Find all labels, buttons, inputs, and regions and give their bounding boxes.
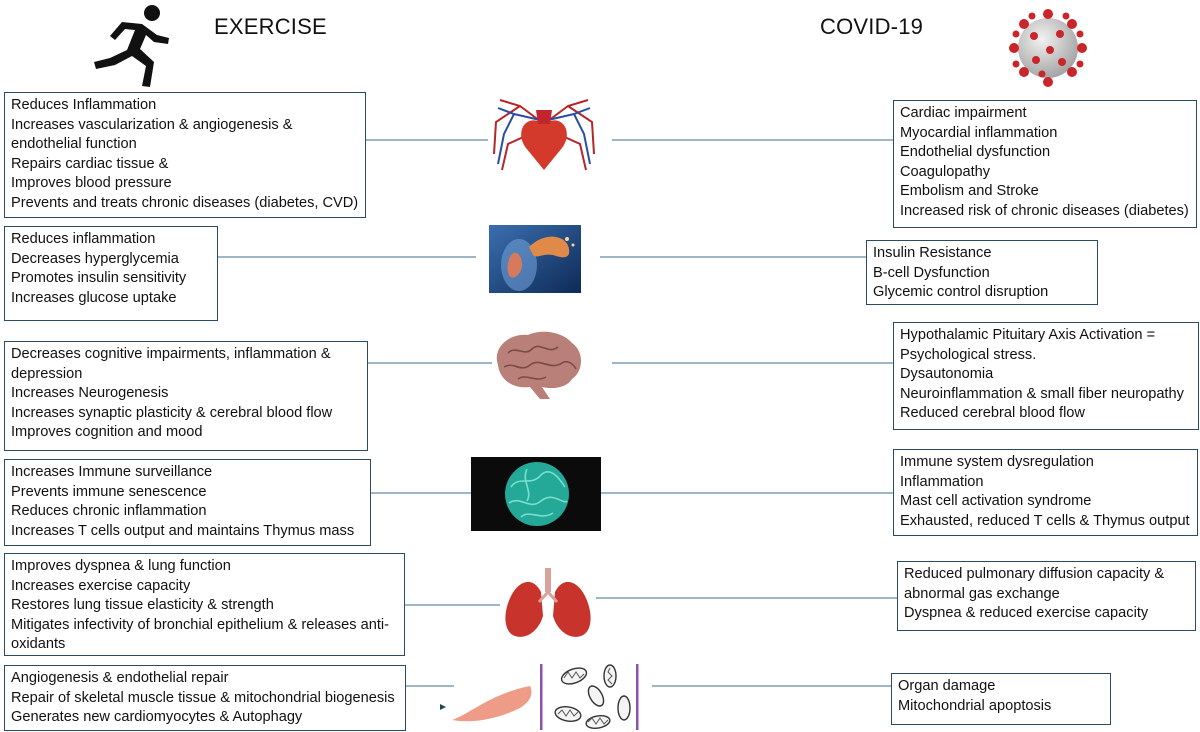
covid-immune-line: Mast cell activation syndrome: [900, 493, 1092, 510]
exercise-metabolic-line: Decreases hyperglycemia: [11, 250, 179, 267]
exercise-pulmonary-line: Increases exercise capacity: [11, 577, 191, 594]
covid-box-metabolic: Insulin Resistance B-cell Dysfunction Gl…: [866, 240, 1098, 305]
covid-box-pulmonary: Reduced pulmonary diffusion capacity & a…: [897, 561, 1196, 631]
exercise-metabolic-line: Increases glucose uptake: [11, 289, 177, 306]
coronavirus-icon: [1009, 9, 1087, 87]
covid-neuro-line: Neuroinflammation & small fiber neuropat…: [900, 385, 1184, 402]
exercise-box-cardiovascular: Reduces Inflammation Increases vasculari…: [4, 92, 366, 218]
exercise-cardio-line: Prevents and treats chronic diseases (di…: [11, 194, 359, 211]
pancreas-icon: [489, 225, 581, 293]
exercise-pulmonary-line: Mitigates infectivity of bronchial epith…: [11, 616, 389, 633]
covid-neuro-line: Reduced cerebral blood flow: [900, 405, 1085, 422]
lungs-icon: [505, 568, 591, 637]
muscle-fiber-icon: [452, 686, 532, 722]
exercise-neuro-line: Increases synaptic plasticity & cerebral…: [11, 404, 333, 421]
exercise-neuro-line: Increases Neurogenesis: [11, 385, 169, 402]
covid-box-immune: Immune system dysregulation Inflammation…: [893, 449, 1198, 536]
exercise-pulmonary-line: Improves dyspnea & lung function: [11, 558, 231, 574]
exercise-immune-line: Reduces chronic inflammation: [11, 503, 207, 520]
covid-cardio-line: Coagulopathy: [900, 163, 991, 180]
exercise-neuro-line: Decreases cognitive impairments, inflamm…: [11, 346, 331, 362]
covid-pulmonary-line: abnormal gas exchange: [904, 585, 1060, 602]
covid-metabolic-line: B-cell Dysfunction: [873, 264, 990, 281]
exercise-box-metabolic: Reduces inflammation Decreases hyperglyc…: [4, 226, 218, 321]
exercise-neuro-line: Improves cognition and mood: [11, 424, 203, 441]
exercise-muscle-line: Repair of skeletal muscle tissue & mitoc…: [11, 689, 395, 706]
exercise-immune-line: Increases Immune surveillance: [11, 464, 213, 480]
covid-box-mitochondria: Organ damage Mitochondrial apoptosis: [891, 673, 1111, 725]
exercise-metabolic-line: Reduces inflammation: [11, 231, 156, 247]
exercise-pulmonary-line: oxidants: [11, 636, 66, 653]
covid-cardio-line: Cardiac impairment: [900, 105, 1027, 121]
exercise-neuro-line: depression: [11, 365, 83, 382]
covid-cardio-line: Myocardial inflammation: [900, 124, 1058, 141]
exercise-cardio-line: Repairs cardiac tissue &: [11, 155, 169, 172]
arrow-marker: [440, 704, 446, 710]
covid-pulmonary-line: Dyspnea & reduced exercise capacity: [904, 605, 1149, 622]
exercise-metabolic-line: Promotes insulin sensitivity: [11, 270, 187, 287]
exercise-cardio-line: Improves blood pressure: [11, 175, 172, 192]
covid-cardio-line: Endothelial dysfunction: [900, 144, 1051, 161]
exercise-cardio-line: Increases vascularization & angiogenesis…: [11, 116, 293, 133]
covid-immune-line: Exhausted, reduced T cells & Thymus outp…: [900, 512, 1190, 529]
covid-mitochondria-line: Mitochondrial apoptosis: [898, 697, 1052, 714]
exercise-immune-line: Increases T cells output and maintains T…: [11, 522, 355, 539]
exercise-box-immune: Increases Immune surveillance Prevents i…: [4, 459, 371, 546]
covid-neuro-line: Psychological stress.: [900, 346, 1037, 363]
brain-icon: [496, 331, 581, 399]
covid-neuro-line: Dysautonomia: [900, 366, 994, 383]
covid-immune-line: Immune system dysregulation: [900, 454, 1094, 470]
exercise-box-pulmonary: Improves dyspnea & lung function Increas…: [4, 553, 405, 656]
covid-metabolic-line: Insulin Resistance: [873, 245, 992, 261]
exercise-box-muscle: Angiogenesis & endothelial repair Repair…: [4, 665, 406, 731]
immune-cell-icon: [471, 457, 601, 531]
covid-immune-line: Inflammation: [900, 473, 984, 490]
covid-pulmonary-line: Reduced pulmonary diffusion capacity &: [904, 566, 1165, 582]
covid-mitochondria-line: Organ damage: [898, 678, 996, 694]
covid-metabolic-line: Glycemic control disruption: [873, 284, 1049, 301]
covid-box-cardiovascular: Cardiac impairment Myocardial inflammati…: [893, 100, 1197, 228]
covid-box-neuro: Hypothalamic Pituitary Axis Activation =…: [893, 322, 1199, 430]
exercise-pulmonary-line: Restores lung tissue elasticity & streng…: [11, 597, 274, 614]
exercise-heading: EXERCISE: [214, 14, 327, 39]
covid-heading: COVID-19: [820, 14, 924, 39]
exercise-cardio-line: endothelial function: [11, 136, 137, 153]
covid-cardio-line: Embolism and Stroke: [900, 183, 1039, 200]
exercise-box-neuro: Decreases cognitive impairments, inflamm…: [4, 341, 368, 451]
exercise-muscle-line: Generates new cardiomyocytes & Autophagy: [11, 709, 303, 726]
covid-neuro-line: Hypothalamic Pituitary Axis Activation =: [900, 327, 1156, 343]
covid-cardio-line: Increased risk of chronic diseases (diab…: [900, 202, 1189, 219]
mitochondria-icon: [540, 664, 639, 730]
exercise-muscle-line: Angiogenesis & endothelial repair: [11, 670, 229, 686]
running-person-icon: [94, 5, 169, 87]
heart-vasculature-icon: [493, 99, 595, 171]
exercise-immune-line: Prevents immune senescence: [11, 483, 207, 500]
exercise-cardio-line: Reduces Inflammation: [11, 97, 157, 113]
